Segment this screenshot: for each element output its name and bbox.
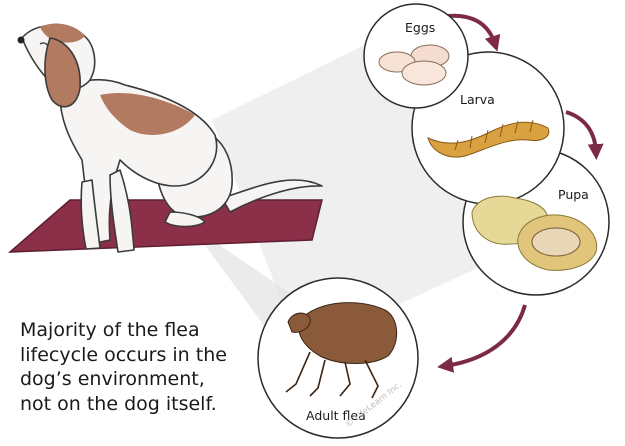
caption-line-3: dog’s environment,: [20, 367, 260, 392]
larva-label: Larva: [460, 92, 495, 107]
eggs-label: Eggs: [405, 20, 435, 35]
arrow-pupa-to-adult: [445, 305, 525, 366]
arrow-larva-to-pupa: [566, 112, 596, 152]
caption-line-1: Majority of the flea: [20, 318, 260, 343]
caption-line-4: not on the dog itself.: [20, 392, 260, 417]
caption-line-2: lifecycle occurs in the: [20, 343, 260, 368]
pupa-label: Pupa: [558, 187, 589, 202]
lifecycle-caption: Majority of the flea lifecycle occurs in…: [20, 318, 260, 416]
